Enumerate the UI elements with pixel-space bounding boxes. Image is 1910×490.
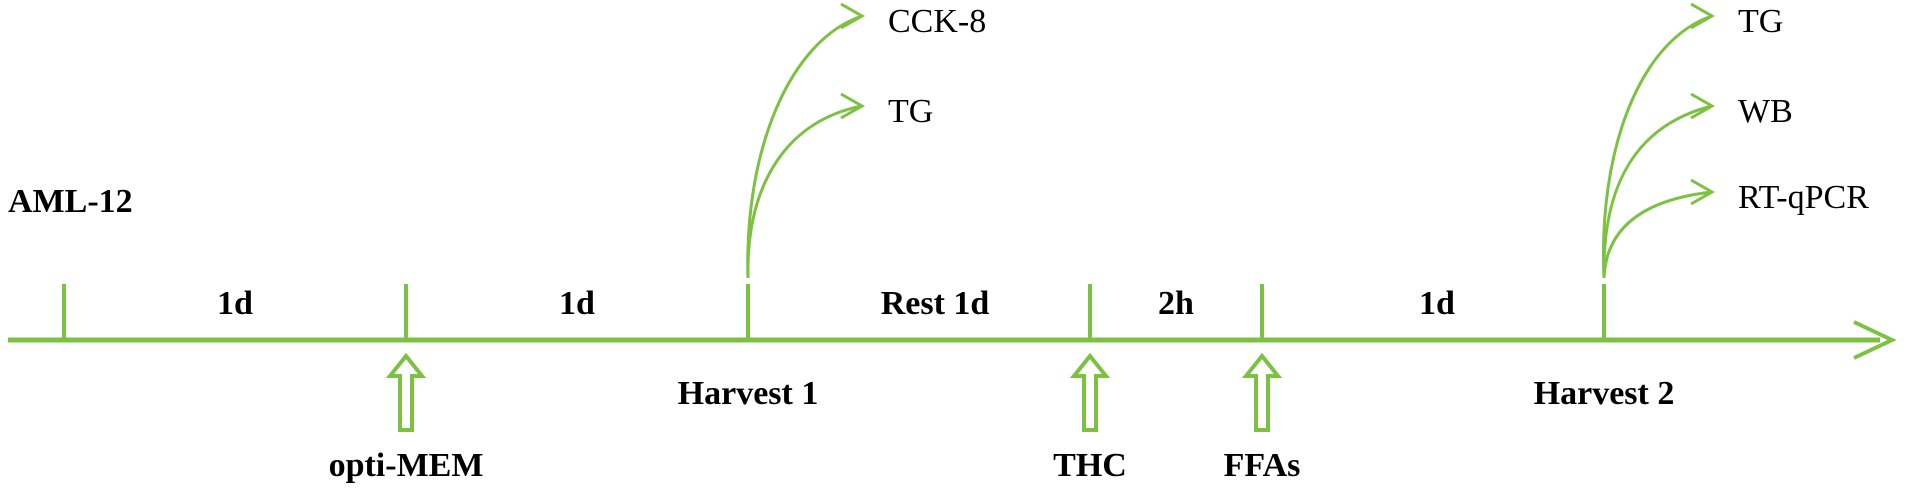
branch-curve [1602, 190, 1713, 279]
treatment-arrow-icon [385, 352, 427, 432]
assay-label: TG [888, 93, 933, 130]
treatment-label-opti-mem: opti-MEM [329, 447, 484, 484]
branch-curve [1601, 14, 1713, 279]
interval-label: 1d [1419, 285, 1455, 322]
timeline-axis [8, 320, 1897, 360]
harvest-label-2: Harvest 2 [1534, 375, 1675, 412]
time-ticks [62, 284, 1606, 340]
assay-label: WB [1738, 93, 1793, 130]
interval-label: 2h [1158, 285, 1194, 322]
assay-label: TG [1738, 3, 1783, 40]
interval-label: 1d [559, 285, 595, 322]
treatment-label-ffas: FFAs [1224, 447, 1301, 484]
treatment-labels: opti-MEM THC FFAs [329, 447, 1301, 484]
harvest-label-1: Harvest 1 [678, 375, 819, 412]
branch-arrowhead-icon [1690, 92, 1716, 120]
branch-arrowhead-icon [840, 92, 866, 120]
branch-curve [1602, 104, 1713, 279]
branch-arrowhead-icon [1690, 178, 1716, 206]
interval-labels: 1d 1d Rest 1d 2h 1d [217, 285, 1455, 322]
harvest-1-branches: CCK-8 TG [746, 2, 986, 279]
harvest-2-branches: TG WB RT-qPCR [1601, 2, 1869, 279]
treatment-label-thc: THC [1053, 447, 1127, 484]
branch-curve [746, 104, 863, 279]
treatment-arrow-icon [1069, 352, 1111, 432]
assay-label: CCK-8 [888, 3, 986, 40]
branch-arrowhead-icon [840, 2, 866, 30]
assay-label: RT-qPCR [1738, 179, 1869, 216]
cell-line-title: AML-12 [8, 183, 133, 220]
axis-arrowhead [1853, 320, 1897, 360]
harvest-labels: Harvest 1 Harvest 2 [678, 375, 1675, 412]
treatment-arrows [385, 352, 1283, 432]
interval-label: 1d [217, 285, 253, 322]
treatment-arrow-icon [1241, 352, 1283, 432]
interval-label: Rest 1d [881, 285, 990, 322]
branch-curve [746, 14, 863, 279]
branch-arrowhead-icon [1690, 2, 1716, 30]
